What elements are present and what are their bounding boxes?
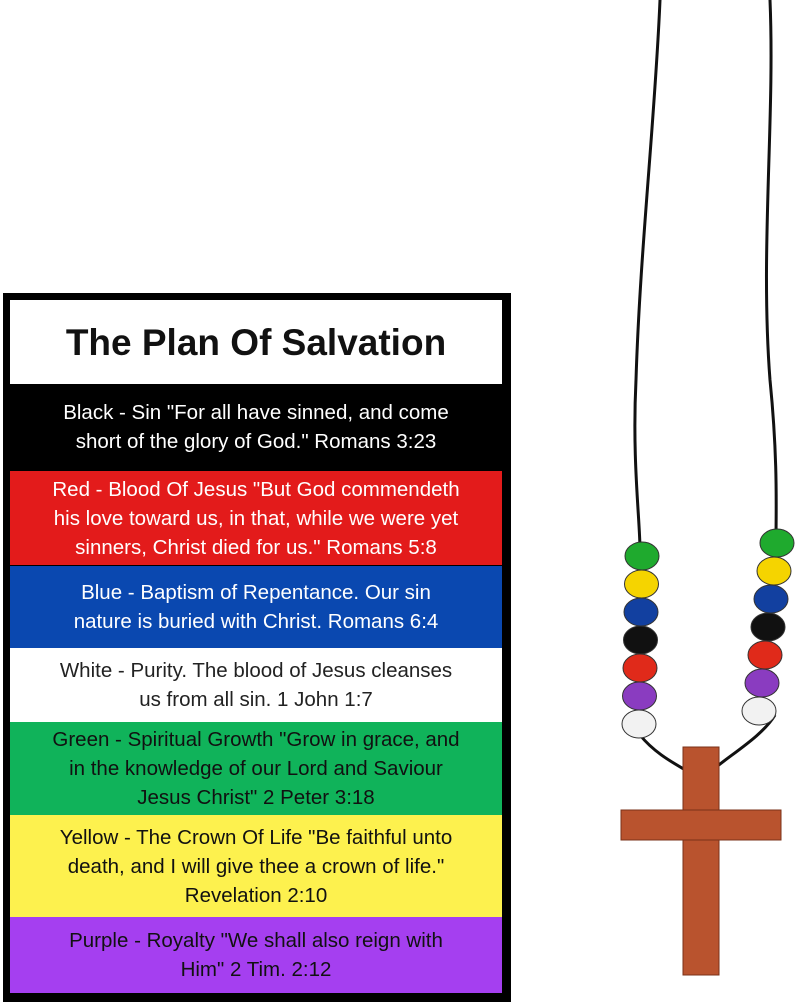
card-title-panel: The Plan Of Salvation bbox=[10, 300, 502, 384]
salvation-card: The Plan Of Salvation Black - Sin "For a… bbox=[3, 293, 511, 1002]
wooden-cross-icon bbox=[620, 746, 782, 976]
bead-left bbox=[624, 541, 660, 571]
section-blue: Blue - Baptism of Repentance. Our sin nat… bbox=[10, 566, 502, 648]
bead-left bbox=[622, 681, 657, 711]
section-purple: Purple - Royalty "We shall also reign wi… bbox=[10, 917, 502, 993]
section-yellow: Yellow - The Crown Of Life "Be faithful … bbox=[10, 815, 502, 917]
section-line: Blue - Baptism of Repentance. Our sin bbox=[81, 581, 431, 604]
section-line: short of the glory of God." Romans 3:23 bbox=[75, 430, 437, 453]
bead-right bbox=[759, 528, 795, 558]
bead-right bbox=[744, 668, 780, 698]
bead-left bbox=[623, 597, 659, 627]
section-line: in the knowledge of our Lord and Saviour bbox=[69, 757, 443, 780]
section-line: Red - Blood Of Jesus "But God commendeth bbox=[52, 477, 460, 501]
section-text: Black - Sin "For all have sinned, and co… bbox=[63, 398, 449, 456]
bead-left bbox=[624, 569, 659, 599]
bead-necklace-with-cross bbox=[620, 0, 795, 976]
bead-left bbox=[623, 625, 658, 655]
section-line: White - Purity. The blood of Jesus clean… bbox=[59, 659, 453, 682]
section-line: Green - Spiritual Growth "Grow in grace,… bbox=[52, 728, 460, 751]
bead-left bbox=[622, 653, 658, 683]
section-text: Green - Spiritual Growth "Grow in grace,… bbox=[52, 725, 459, 812]
bead-right bbox=[741, 696, 777, 726]
cross-horizontal-beam bbox=[620, 809, 782, 841]
section-line: Jesus Christ" 2 Peter 3:18 bbox=[137, 786, 375, 809]
bead-right bbox=[756, 556, 792, 586]
cross-vertical-beam bbox=[682, 746, 720, 976]
section-line: Him" 2 Tim. 2:12 bbox=[180, 958, 332, 981]
card-title: The Plan Of Salvation bbox=[65, 321, 447, 363]
section-red: Red - Blood Of Jesus "But God commendeth… bbox=[10, 471, 502, 565]
section-line: Yellow - The Crown Of Life "Be faithful … bbox=[59, 825, 453, 849]
section-text: Yellow - The Crown Of Life "Be faithful … bbox=[60, 823, 452, 910]
section-line: sinners, Christ died for us." Romans 5:8 bbox=[75, 535, 437, 559]
section-line: his love toward us, in that, while we we… bbox=[53, 506, 459, 530]
section-line: death, and I will give thee a crown of l… bbox=[67, 854, 445, 878]
section-text: White - Purity. The blood of Jesus clean… bbox=[60, 656, 452, 714]
section-green: Green - Spiritual Growth "Grow in grace,… bbox=[10, 722, 502, 815]
bead-right bbox=[747, 640, 783, 670]
section-line: Revelation 2:10 bbox=[184, 883, 328, 907]
section-line: Purple - Royalty "We shall also reign wi… bbox=[69, 929, 443, 952]
section-white: White - Purity. The blood of Jesus clean… bbox=[10, 648, 502, 722]
section-black: Black - Sin "For all have sinned, and co… bbox=[10, 384, 502, 470]
section-line: us from all sin. 1 John 1:7 bbox=[139, 688, 373, 711]
section-text: Red - Blood Of Jesus "But God commendeth… bbox=[52, 475, 459, 562]
section-line: Black - Sin "For all have sinned, and co… bbox=[63, 401, 449, 424]
bead-left bbox=[621, 709, 657, 739]
necklace-beads bbox=[621, 528, 795, 739]
section-line: nature is buried with Christ. Romans 6:4 bbox=[73, 610, 439, 633]
bead-right bbox=[750, 612, 786, 642]
bead-right bbox=[753, 584, 789, 614]
section-text: Blue - Baptism of Repentance. Our sin nat… bbox=[74, 578, 439, 636]
section-text: Purple - Royalty "We shall also reign wi… bbox=[69, 926, 443, 984]
